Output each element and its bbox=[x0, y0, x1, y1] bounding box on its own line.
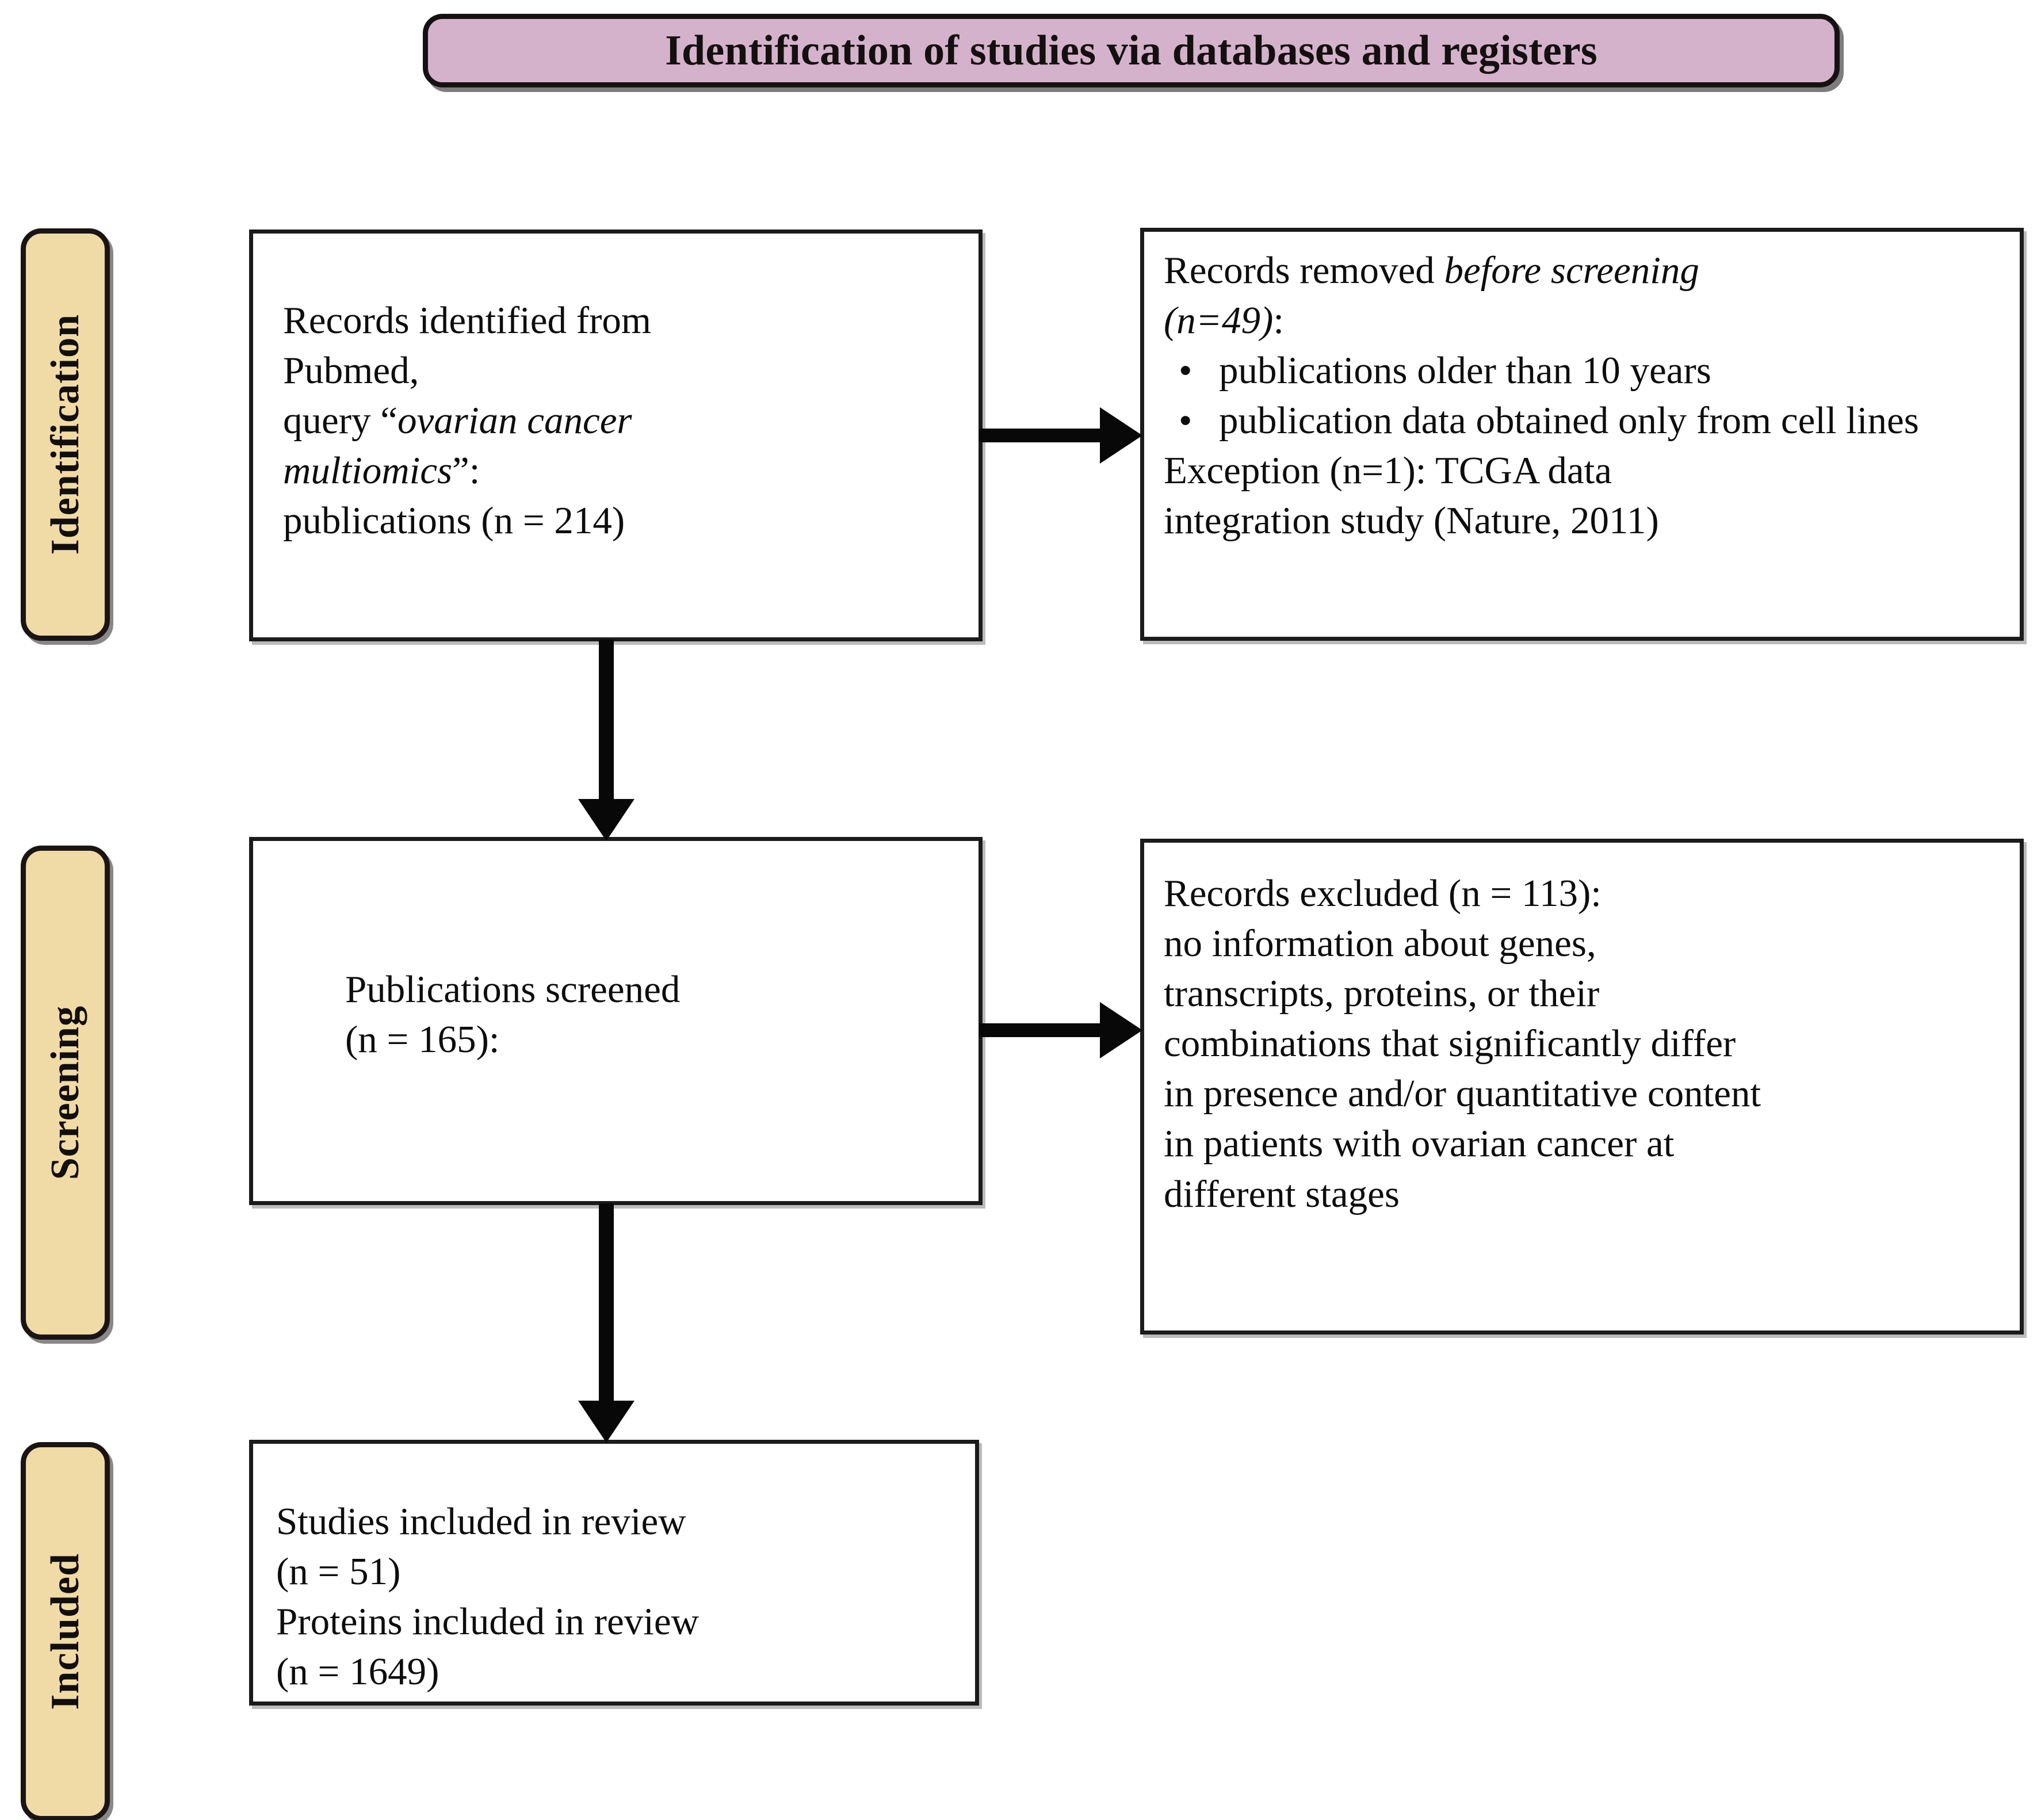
arrow-identified-to-screened bbox=[578, 640, 635, 841]
box-publications-screened: Publications screened (n = 165): bbox=[249, 837, 983, 1205]
box-records-excluded: Records excluded (n = 113): no informati… bbox=[1140, 839, 2024, 1335]
arrow-head-right-icon bbox=[1100, 407, 1142, 464]
records-identified-line-1: Records identified from bbox=[283, 299, 652, 342]
box-records-excluded-text: Records excluded (n = 113): no informati… bbox=[1164, 869, 2009, 1219]
records-removed-line-1: Records removed before screening bbox=[1164, 246, 2007, 296]
query-term-part-1: ovarian cancer bbox=[398, 399, 632, 442]
stage-tab-included: Included bbox=[21, 1442, 110, 1820]
arrow-shaft bbox=[979, 429, 1103, 442]
records-excluded-reason-line-1: no information about genes, bbox=[1164, 922, 1596, 965]
query-term-part-2: multiomics bbox=[283, 449, 453, 492]
arrow-head-down-icon bbox=[578, 799, 635, 841]
records-identified-line-4: multiomics”: bbox=[283, 446, 962, 496]
records-removed-count: (n=49) bbox=[1164, 299, 1274, 342]
stage-tab-screening: Screening bbox=[21, 846, 110, 1340]
arrow-head-right-icon bbox=[1100, 1002, 1142, 1058]
query-prefix: query “ bbox=[283, 399, 398, 442]
box-records-removed: Records removed before screening (n=49):… bbox=[1140, 228, 2024, 641]
proteins-included-label: Proteins included in review bbox=[276, 1600, 699, 1643]
records-identified-count: publications (n = 214) bbox=[283, 499, 625, 542]
studies-included-count: (n = 51) bbox=[276, 1550, 401, 1593]
publications-screened-count: (n = 165): bbox=[345, 1018, 500, 1061]
list-item: • publication data obtained only from ce… bbox=[1164, 396, 2007, 446]
stage-tab-included-label: Included bbox=[43, 1553, 87, 1710]
arrow-identified-to-removed bbox=[979, 407, 1143, 464]
records-excluded-reason-line-3: combinations that significantly differ bbox=[1164, 1022, 1736, 1065]
arrow-shaft bbox=[599, 1203, 614, 1404]
publications-screened-label: Publications screened bbox=[345, 968, 681, 1011]
records-removed-colon: : bbox=[1273, 299, 1284, 342]
box-records-identified: Records identified from Pubmed, query “o… bbox=[249, 230, 983, 641]
records-identified-line-3: query “ovarian cancer bbox=[283, 396, 962, 446]
arrow-screened-to-included bbox=[578, 1203, 635, 1443]
arrow-screened-to-excluded bbox=[979, 1002, 1143, 1058]
records-excluded-reason-line-2: transcripts, proteins, or their bbox=[1164, 972, 1600, 1015]
arrow-shaft bbox=[599, 640, 614, 802]
arrow-shaft bbox=[979, 1023, 1103, 1037]
studies-included-label: Studies included in review bbox=[276, 1500, 686, 1543]
box-records-removed-text: Records removed before screening (n=49):… bbox=[1164, 246, 2007, 546]
records-removed-reason-list: • publications older than 10 years • pub… bbox=[1164, 346, 2007, 446]
records-removed-prefix: Records removed bbox=[1164, 249, 1444, 292]
query-suffix: ”: bbox=[452, 449, 480, 492]
arrow-head-down-icon bbox=[578, 1401, 635, 1443]
bullet-icon: • bbox=[1179, 399, 1193, 442]
list-item: • publications older than 10 years bbox=[1164, 346, 2007, 396]
box-studies-included: Studies included in review (n = 51) Prot… bbox=[249, 1440, 979, 1706]
page-title: Identification of studies via databases … bbox=[665, 27, 1597, 74]
records-removed-line-2: (n=49): bbox=[1164, 296, 2007, 346]
records-removed-reason-2: publication data obtained only from cell… bbox=[1219, 399, 1919, 442]
records-removed-emphasis: before screening bbox=[1444, 249, 1699, 292]
box-records-identified-text: Records identified from Pubmed, query “o… bbox=[283, 296, 962, 546]
records-excluded-count: Records excluded (n = 113): bbox=[1164, 872, 1602, 915]
records-excluded-reason-line-4: in presence and/or quantitative content bbox=[1164, 1072, 1761, 1115]
stage-tab-screening-label: Screening bbox=[43, 1005, 87, 1180]
records-removed-reason-1: publications older than 10 years bbox=[1219, 349, 1711, 392]
diagram-title-banner: Identification of studies via databases … bbox=[423, 14, 1840, 87]
stage-tab-identification: Identification bbox=[21, 228, 110, 641]
box-publications-screened-text: Publications screened (n = 165): bbox=[345, 965, 962, 1065]
records-excluded-reason-line-5: in patients with ovarian cancer at bbox=[1164, 1122, 1675, 1165]
stage-tab-identification-label: Identification bbox=[43, 314, 87, 555]
bullet-icon: • bbox=[1179, 349, 1193, 392]
records-identified-line-2: Pubmed, bbox=[283, 349, 419, 392]
box-studies-included-text: Studies included in review (n = 51) Prot… bbox=[276, 1497, 961, 1697]
records-removed-exception-line-2: integration study (Nature, 2011) bbox=[1164, 499, 1659, 542]
proteins-included-count: (n = 1649) bbox=[276, 1650, 439, 1693]
records-excluded-reason-line-6: different stages bbox=[1164, 1172, 1400, 1215]
records-removed-exception-line-1: Exception (n=1): TCGA data bbox=[1164, 449, 1612, 492]
